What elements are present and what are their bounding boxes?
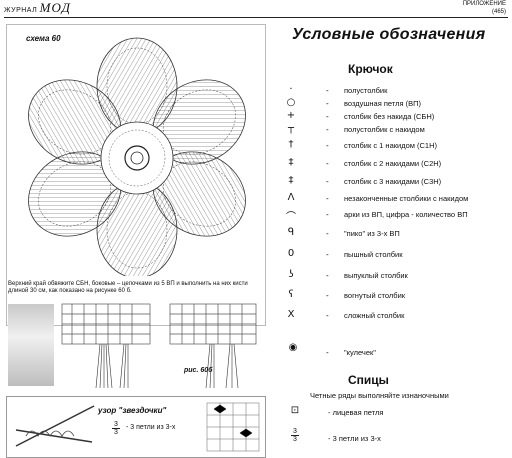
star-pattern-chart — [206, 402, 260, 452]
unfinished-stitches-icon: Λ — [287, 192, 295, 203]
figure-label: рис. 60б — [184, 367, 213, 374]
crochet-section-title: Крючок — [348, 62, 393, 76]
puff-stitch-icon: 0 — [287, 248, 295, 259]
diagram-caption: Верхний край обвяжите СБН, боковые – цеп… — [8, 281, 248, 294]
page-number: (465) — [491, 9, 506, 15]
center-ring — [124, 145, 150, 171]
knit-stitch-label: - лицевая петля — [328, 408, 384, 417]
fraction-bottom: 3 — [114, 429, 118, 436]
petal-group — [28, 37, 246, 276]
legend-dash: - — [326, 250, 329, 259]
legend-frac-top: 3 — [293, 428, 297, 435]
front-post-icon: ʖ — [288, 269, 294, 280]
semi-stitch-icon: · — [289, 84, 293, 95]
legend-label: вогнутый столбик — [344, 291, 406, 300]
legend-dash: - — [326, 86, 329, 95]
legend-label: "пико" из 3-х ВП — [344, 229, 400, 238]
picot-icon: ᑫ — [287, 227, 295, 238]
knitting-section-title: Спицы — [348, 373, 389, 387]
legend-dash: - — [326, 99, 329, 108]
legend-label: полустолбик с накидом — [344, 125, 425, 134]
legend-dash: - — [326, 159, 329, 168]
legend-dash: - — [326, 194, 329, 203]
legend-dash: - — [326, 311, 329, 320]
legend-dash: - — [326, 141, 329, 150]
legend-dash: - — [326, 348, 329, 357]
legend-dash: - — [326, 125, 329, 134]
treble-crochet-icon: ‡ — [288, 157, 294, 168]
three-from-three-label: - 3 петли из 3-х — [328, 434, 381, 443]
pattern-desc: - 3 петли из 3-х — [126, 424, 176, 431]
legend-dash: - — [326, 291, 329, 300]
legend-title: Условные обозначения — [292, 26, 486, 43]
legend-label: столбик без накида (СБН) — [344, 112, 435, 121]
three-from-three-icon: 3 3 — [291, 428, 299, 443]
flower-crochet-diagram — [28, 37, 246, 276]
cross-stitch-icon: X — [287, 309, 295, 320]
legend-label: столбик с 2 накидами (С2Н) — [344, 159, 442, 168]
fraction-top: 3 — [114, 421, 118, 428]
legend-dash: - — [326, 210, 329, 219]
tassel-illustration — [61, 303, 257, 389]
magazine-header: ЖУРНАЛ МОД — [4, 0, 71, 16]
single-crochet-icon: + — [286, 110, 296, 121]
knitting-needles-illustration — [15, 405, 95, 447]
bobble-label: "кулечек" — [344, 348, 376, 357]
pattern-title: узор "звездочки" — [98, 406, 167, 415]
legend-label: пышный столбик — [344, 250, 403, 259]
header-rule — [4, 17, 508, 18]
legend-label: столбик с 3 накидами (С3Н) — [344, 177, 442, 186]
legend-label: воздушная петля (ВП) — [344, 99, 422, 108]
legend-label: арки из ВП, цифра - количество ВП — [344, 210, 468, 219]
legend-dash: - — [326, 177, 329, 186]
page-header-right: ПРИЛОЖЕНИЕ (465) — [463, 0, 506, 16]
bobble-icon: ◉ — [288, 342, 298, 353]
legend-dash: - — [326, 229, 329, 238]
shawl-photo — [8, 304, 54, 386]
knit-stitch-icon: ⊡ — [290, 405, 300, 416]
double-crochet-icon: † — [288, 139, 294, 150]
chain-loop-icon: ○ — [286, 97, 296, 108]
magazine-small-label: ЖУРНАЛ — [4, 7, 38, 14]
legend-dash: - — [326, 271, 329, 280]
triple-treble-icon: ‡ — [288, 175, 294, 186]
fraction-symbol: 3 3 — [112, 421, 120, 436]
schema-label: схема 60 — [26, 34, 61, 43]
legend-label: выпуклый столбик — [344, 271, 408, 280]
section-label: ПРИЛОЖЕНИЕ — [462, 1, 506, 7]
magazine-logo: МОД — [39, 0, 71, 15]
knitting-note: Четные ряды выполняйте изнаночными — [310, 391, 449, 400]
legend-dash: - — [326, 112, 329, 121]
legend-label: полустолбик — [344, 86, 388, 95]
legend-label: столбик с 1 накидом (С1Н) — [344, 141, 437, 150]
half-double-icon: ┬ — [287, 123, 295, 134]
chain-arch-icon: ⌒ — [286, 212, 296, 223]
legend-label: сложный столбик — [344, 311, 405, 320]
back-post-icon: ʕ — [288, 289, 294, 300]
legend-label: незаконченные столбики с накидом — [344, 194, 469, 203]
legend-frac-bottom: 3 — [293, 436, 297, 443]
diagram-frame — [6, 24, 266, 326]
